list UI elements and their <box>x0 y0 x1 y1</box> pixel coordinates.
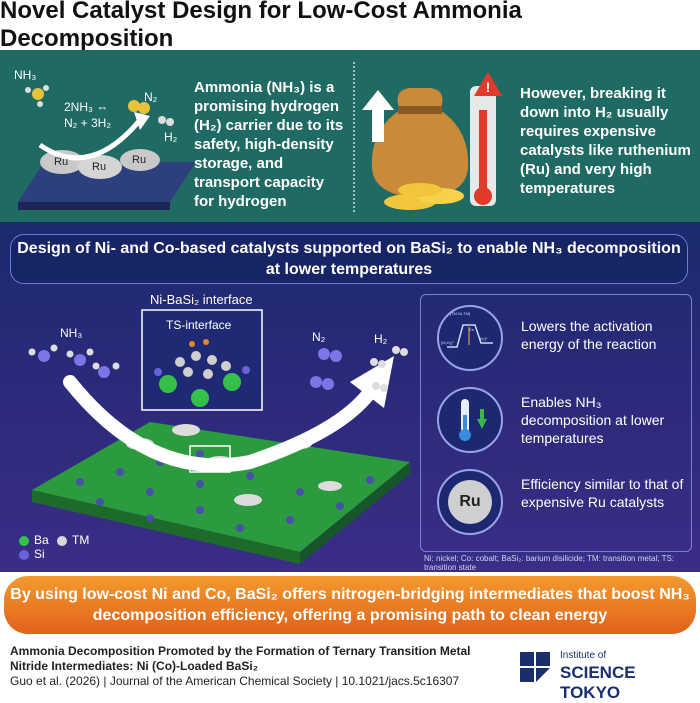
ba-legend-dot <box>19 536 29 546</box>
tm-legend-dot <box>57 536 67 546</box>
left-state-label: [N₃H₃]* <box>441 340 454 345</box>
n2-label: N₂ <box>144 90 158 104</box>
right-state-label: [N₂]* <box>479 336 488 341</box>
intro-illustrations: ! <box>18 72 502 210</box>
logo-line2: SCIENCE TOKYO <box>560 663 636 702</box>
nh3-label: NH₃ <box>60 326 83 340</box>
tm-legend-label: TM <box>72 533 90 547</box>
energy-profile-icon <box>447 324 493 348</box>
thermometer-down-icon <box>437 387 503 453</box>
product-molecules <box>310 346 408 392</box>
si-legend-dot <box>19 550 29 560</box>
conclusion-banner: By using low-cost Ni and Co, BaSi₂ offer… <box>4 576 696 634</box>
intro-panel: ! NH₃ 2NH₃ ⇔ N₂ + 3H₂ N₂ H₂ Ru Ru Ru Amm… <box>0 50 700 222</box>
svg-text:!: ! <box>486 79 491 95</box>
citation: Ammonia Decomposition Promoted by the Fo… <box>10 644 490 689</box>
intro-text-right: However, breaking it down into H₂ usuall… <box>520 85 691 197</box>
equation-line2: N₂ + 3H₂ <box>64 116 111 130</box>
n2-label: N₂ <box>312 330 326 344</box>
benefit-3: Efficiency similar to that of expensive … <box>521 476 684 510</box>
intro-text-left: Ammonia (NH₃) is a promising hydrogen (H… <box>194 79 344 210</box>
ru-label: Ru <box>54 156 69 168</box>
ru-badge-label: Ru <box>448 480 492 524</box>
money-bag-icon <box>371 88 469 198</box>
benefit-2: Enables NH₃ decomposition at lower tempe… <box>521 394 665 446</box>
nh3-label: NH₃ <box>14 68 37 82</box>
ts-interface-label: TS-interface <box>166 318 232 332</box>
ru-label: Ru <box>92 161 107 173</box>
design-banner: Design of Ni- and Co-based catalysts sup… <box>10 234 688 284</box>
interface-label: Ni-BaSi₂ interface <box>150 292 253 307</box>
process-arrow <box>63 375 377 473</box>
h2-label: H₂ <box>164 130 178 144</box>
citation-ref: Guo et al. (2026) | Journal of the Ameri… <box>10 674 460 688</box>
benefits-panel: [TM-Ni-TM] Ea [N₃H₃]* [N₂]* Lowers the a… <box>420 294 692 552</box>
reaction-arrow <box>38 118 142 161</box>
ea-label: Ea <box>469 327 474 332</box>
tm-ni-tm-label: [TM-Ni-TM] <box>450 311 471 316</box>
science-tokyo-logo-mark <box>520 652 550 682</box>
warning-icon <box>474 72 502 96</box>
ba-legend-label: Ba <box>34 533 49 547</box>
catalyst-illustration <box>19 309 410 564</box>
page-title: Novel Catalyst Design for Low-Cost Ammon… <box>0 0 700 52</box>
si-legend-label: Si <box>34 547 45 561</box>
logo-line1: Institute of <box>560 650 607 661</box>
up-arrow-icon <box>362 90 394 142</box>
equation-line1: 2NH₃ ⇔ <box>64 100 109 114</box>
basi2-lattice <box>32 422 410 552</box>
citation-title: Ammonia Decomposition Promoted by the Fo… <box>10 644 471 673</box>
ru-label: Ru <box>132 154 147 166</box>
benefit-1: Lowers the activation energy of the reac… <box>521 318 657 352</box>
divider <box>353 62 356 212</box>
energy-diagram-icon <box>437 305 503 371</box>
nh3-molecules <box>28 344 120 378</box>
science-tokyo-logo: Institute of SCIENCE TOKYO <box>516 648 696 702</box>
temperature-decrease-icon <box>459 399 487 441</box>
ru-badge-icon: Ru <box>437 469 503 535</box>
abbreviations: Ni: nickel; Co: cobalt; BaSi₂: barium di… <box>424 554 675 572</box>
h2-label: H₂ <box>374 332 388 346</box>
